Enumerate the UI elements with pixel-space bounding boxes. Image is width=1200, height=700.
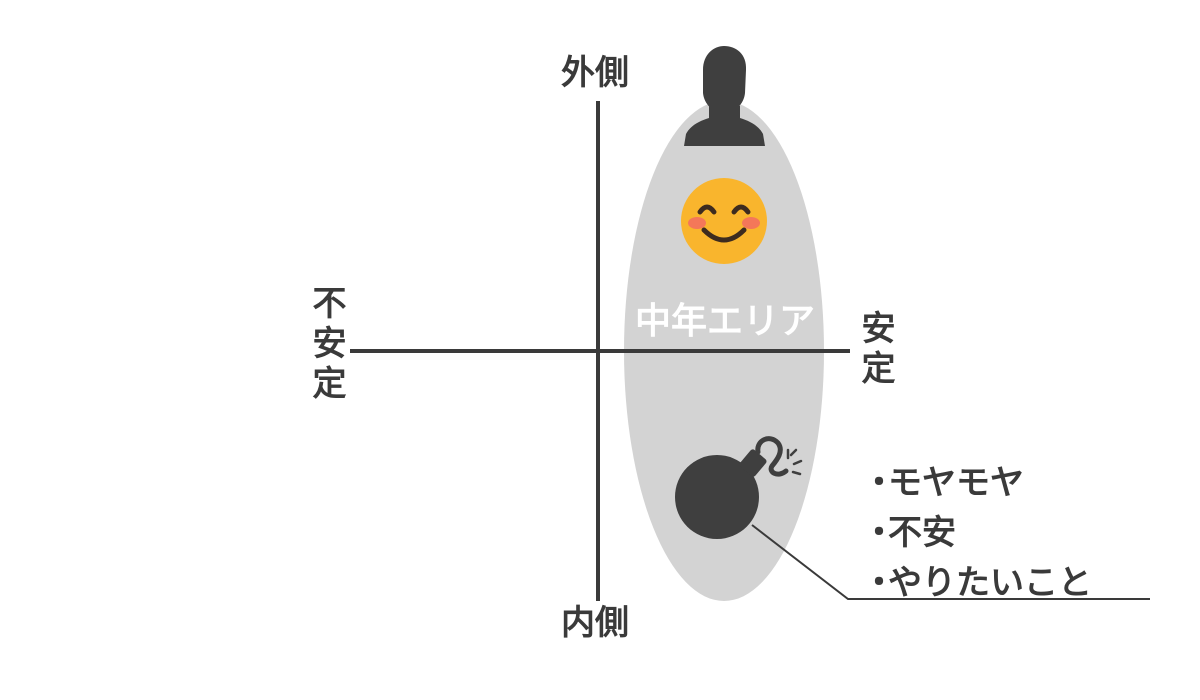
bullet: ・ xyxy=(862,563,896,603)
bomb-icon xyxy=(675,436,803,539)
middle-age-area-label: 中年エリア xyxy=(634,301,815,342)
callout-item-text: やりたいこと xyxy=(888,563,1092,603)
callout-leader-line xyxy=(751,524,1150,600)
person-silhouette-icon xyxy=(684,46,765,146)
callout-item-text: モヤモヤ xyxy=(888,463,1024,503)
callout-item: ・モヤモヤ xyxy=(862,458,1092,508)
axis-label-outside: 外側 xyxy=(561,53,629,93)
callout-list: ・モヤモヤ ・不安 ・やりたいこと xyxy=(862,458,1092,608)
bullet: ・ xyxy=(862,463,896,503)
callout-item: ・やりたいこと xyxy=(862,558,1092,608)
bullet: ・ xyxy=(862,513,896,553)
axis-label-stable: 安定 xyxy=(855,310,895,390)
callout-item-text: 不安 xyxy=(888,513,956,553)
axis-label-inside: 内側 xyxy=(561,603,629,643)
axis-label-unstable: 不安定 xyxy=(306,285,346,405)
smiling-face-icon xyxy=(681,178,767,264)
callout-item: ・不安 xyxy=(862,508,1092,558)
